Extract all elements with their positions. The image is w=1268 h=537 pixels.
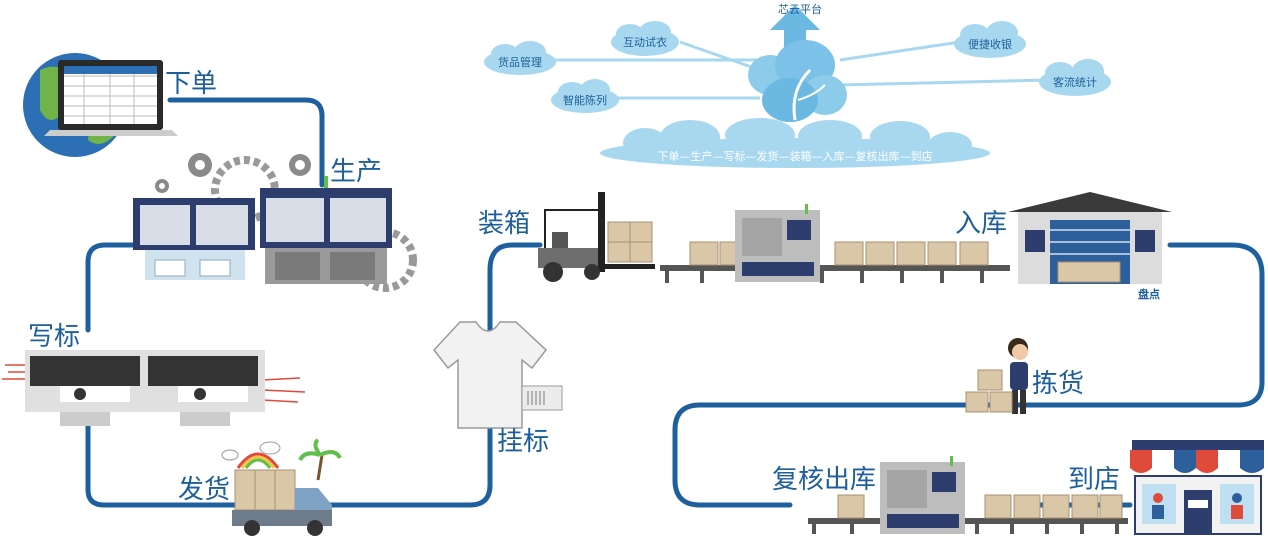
svg-text:智能陈列: 智能陈列 xyxy=(563,93,607,107)
step-pack-label: 装箱 xyxy=(478,209,530,239)
module-cloud-cashier: 便捷收银 xyxy=(954,21,1026,58)
conveyor-top xyxy=(660,204,1010,283)
platform-title: 芯云平台 xyxy=(778,2,822,16)
process-cloud xyxy=(600,118,990,168)
step-inventory-label: 盘点 xyxy=(1138,287,1160,301)
conveyor-bottom xyxy=(808,456,1128,534)
warehouse-icon xyxy=(1008,192,1172,284)
step-label-label: 写标 xyxy=(28,322,80,352)
module-cloud-fitting: 互动试衣 xyxy=(611,21,679,56)
svg-text:货品管理: 货品管理 xyxy=(498,55,542,69)
step-produce-label: 生产 xyxy=(330,157,382,187)
picker-person-icon xyxy=(965,338,1028,414)
svg-text:客流统计: 客流统计 xyxy=(1053,75,1097,89)
step-order-label: 下单 xyxy=(165,69,217,99)
cloud-platform: 下单—生产—写标—发货—装箱—入库—复核出库—到店 芯云平台 互动试衣 货品管理… xyxy=(484,2,1111,168)
svg-text:便捷收银: 便捷收银 xyxy=(968,37,1012,51)
svg-text:互动试衣: 互动试衣 xyxy=(623,35,667,49)
module-cloud-traffic: 客流统计 xyxy=(1039,59,1111,96)
tshirt-tag-icon xyxy=(433,321,563,429)
step-tag-label: 挂标 xyxy=(497,427,549,457)
module-cloud-display: 智能陈列 xyxy=(551,79,619,113)
globe-laptop-icon xyxy=(23,53,178,157)
forklift-icon xyxy=(538,192,655,282)
process-text: 下单—生产—写标—发货—装箱—入库—复核出库—到店 xyxy=(658,149,933,163)
production-machines-icon xyxy=(133,153,417,292)
step-store-in-label: 入库 xyxy=(955,209,1007,239)
step-arrive-label: 到店 xyxy=(1068,465,1120,495)
platform-icon xyxy=(748,5,847,122)
step-pick-label: 拣货 xyxy=(1032,369,1084,399)
storefront-icon xyxy=(1130,440,1264,535)
delivery-truck-icon xyxy=(221,438,342,536)
module-cloud-goods: 货品管理 xyxy=(484,41,556,75)
step-ship-label: 发货 xyxy=(178,475,230,505)
step-recheck-label: 复核出库 xyxy=(772,465,876,495)
label-printer-icon xyxy=(2,350,306,426)
